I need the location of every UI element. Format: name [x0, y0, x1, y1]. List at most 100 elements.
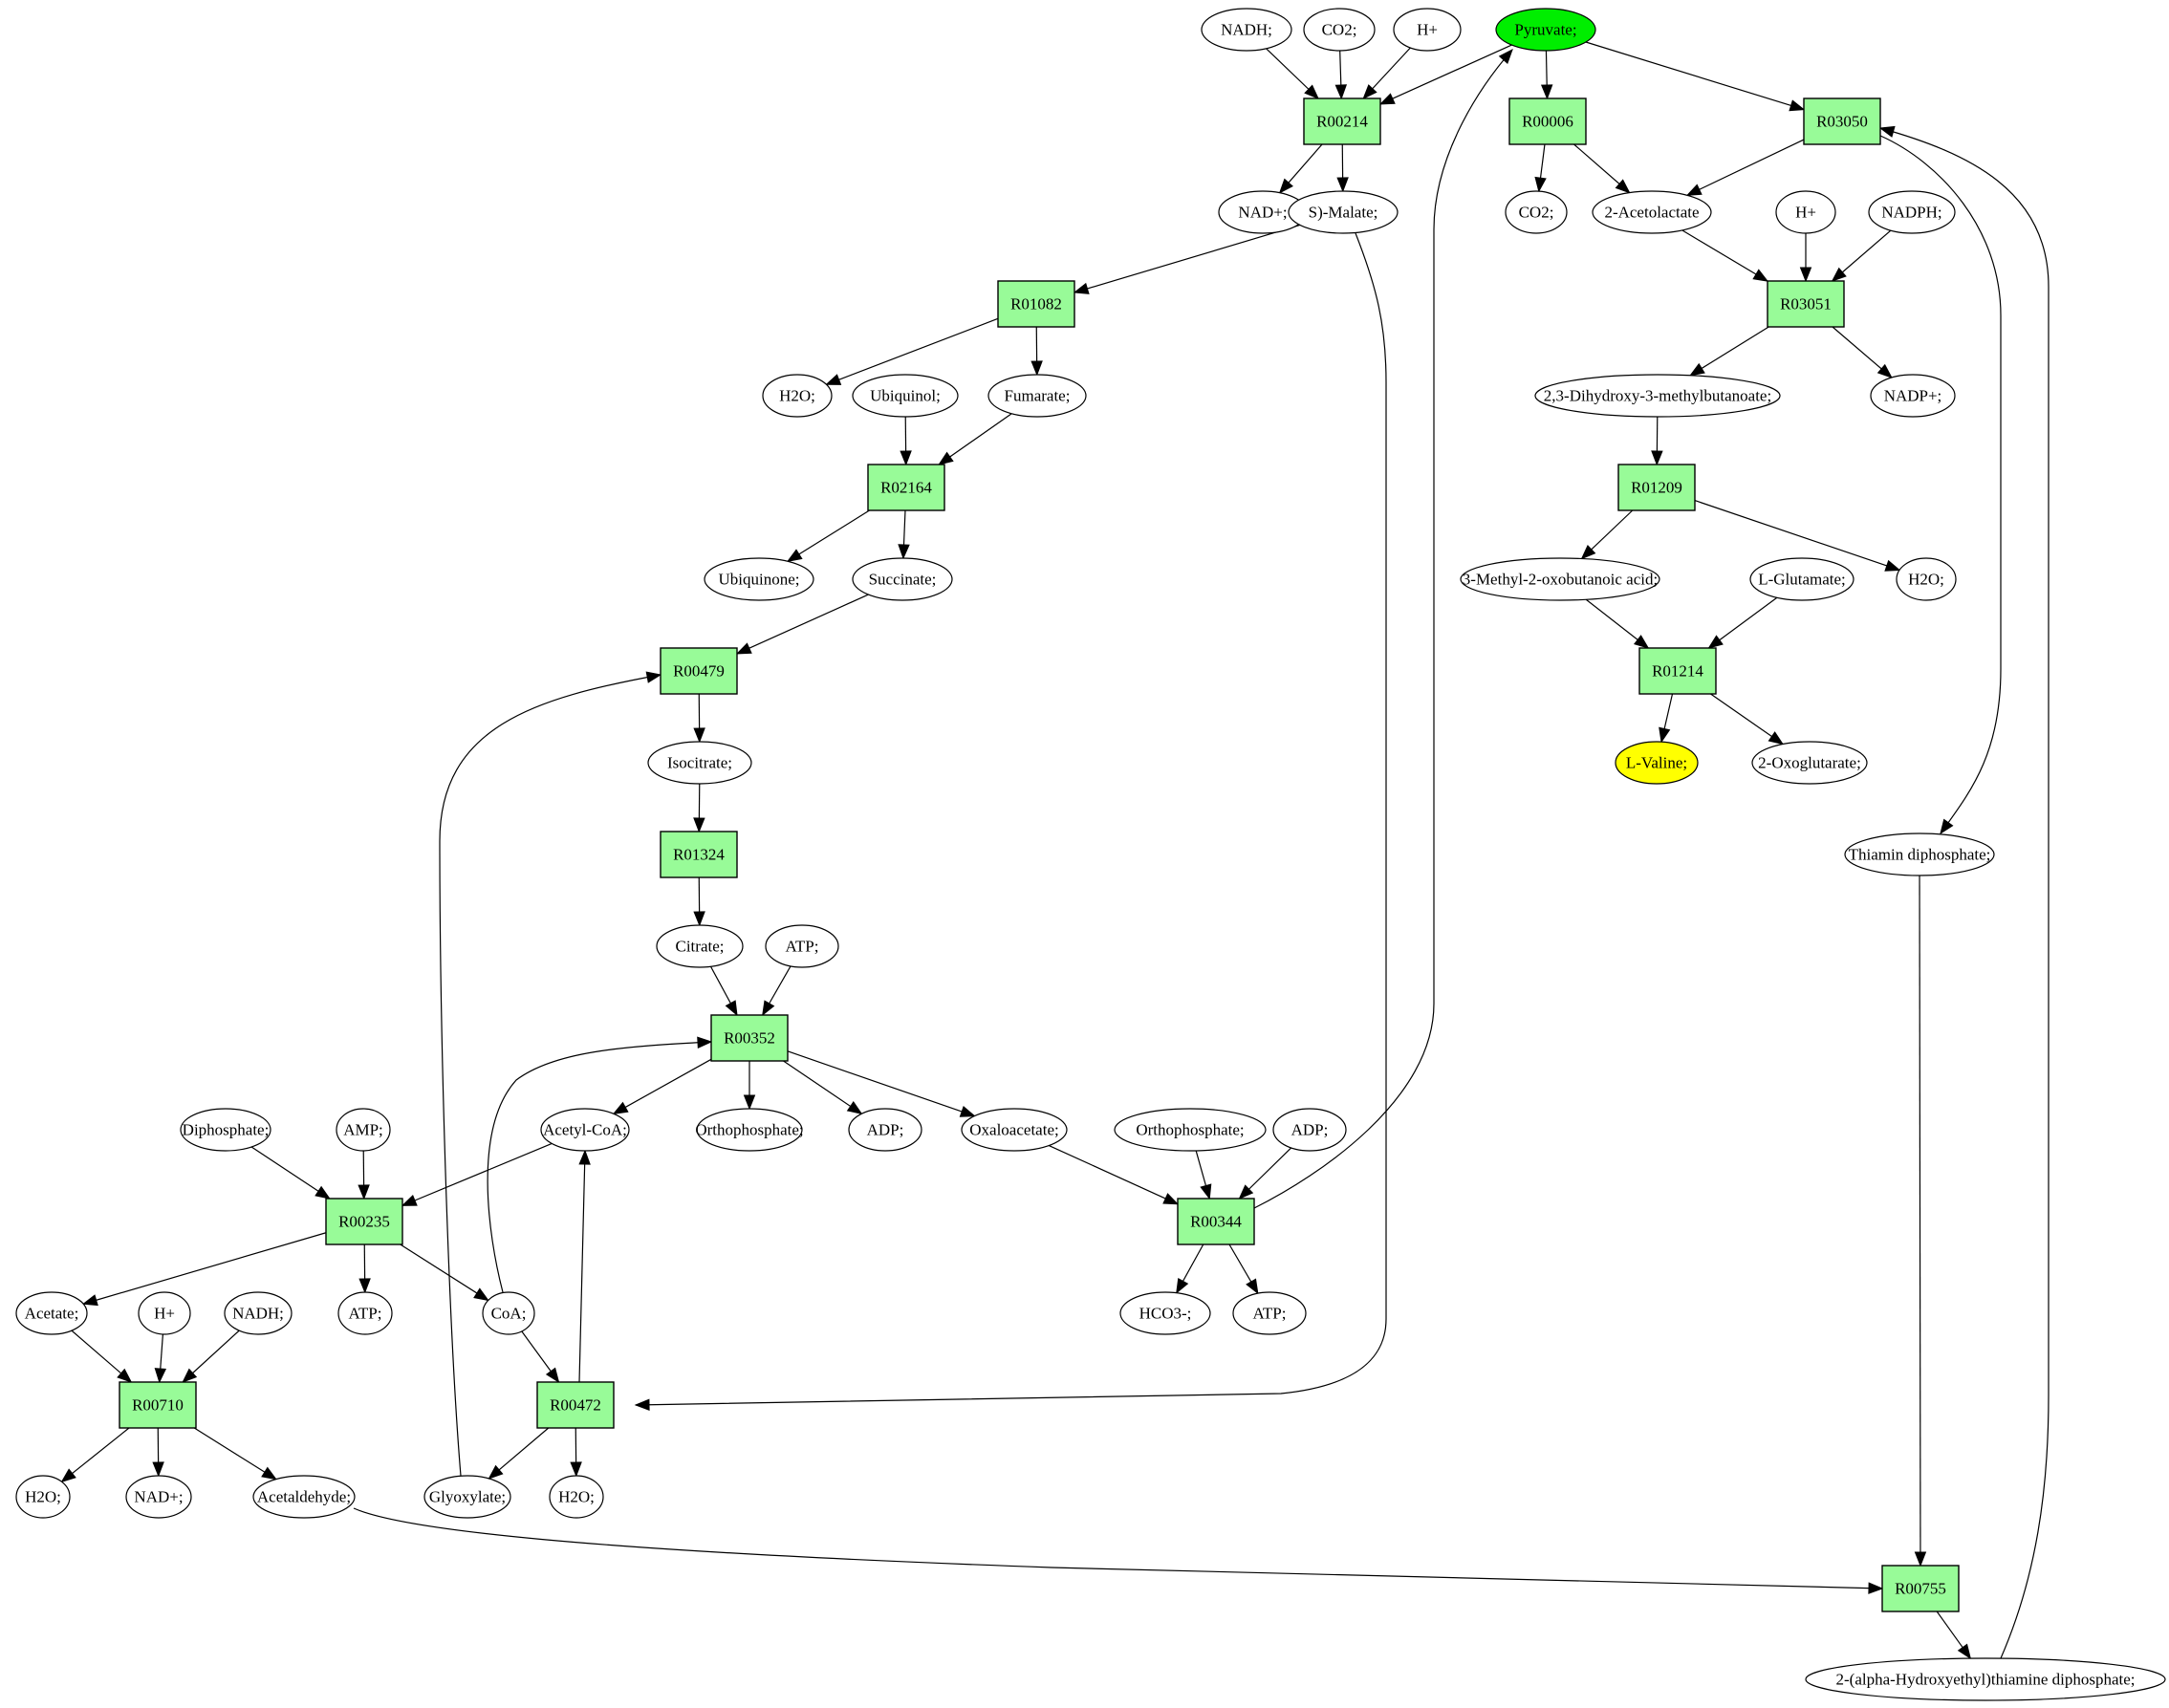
compound-node[interactable]: Acetyl-CoA; [540, 1108, 630, 1152]
edge-c_hp2-to-R03051 [1799, 233, 1812, 283]
arrowhead-icon [1030, 360, 1043, 377]
compound-node[interactable]: NADPH; [1868, 190, 1956, 234]
edge-line [613, 1058, 712, 1114]
compound-node[interactable]: Orthophosphate; [1114, 1108, 1267, 1152]
arrowhead-icon [1362, 84, 1377, 100]
compound-node[interactable]: Acetaldehyde; [252, 1475, 356, 1519]
compound-node[interactable]: NADH; [224, 1291, 293, 1335]
compound-node[interactable]: H2O; [1896, 557, 1957, 601]
compound-ellipse [1751, 741, 1868, 785]
compound-node[interactable]: Oxaloacetate; [961, 1108, 1068, 1152]
compound-label: Orthophosphate; [1136, 1121, 1244, 1139]
compound-node[interactable]: Citrate; [656, 924, 744, 968]
compound-node[interactable]: ATP; [1232, 1291, 1307, 1335]
compound-node[interactable]: AMP; [336, 1108, 391, 1152]
compound-node[interactable]: H2O; [15, 1475, 71, 1519]
reaction-node-r00006[interactable]: R00006 [1508, 97, 1587, 145]
edge-line [787, 509, 870, 562]
reaction-label: R03050 [1816, 113, 1868, 131]
compound-node[interactable]: H+ [1775, 190, 1836, 234]
compound-node[interactable]: NADH; [1201, 8, 1292, 52]
compound-node[interactable]: Ubiquinol; [852, 374, 959, 418]
edge-line [1686, 139, 1805, 196]
reaction-node-r00214[interactable]: R00214 [1303, 97, 1381, 145]
arrowhead-icon [786, 549, 803, 563]
reaction-node-r01209[interactable]: R01209 [1617, 464, 1696, 511]
compound-node[interactable]: Acetate; [15, 1291, 88, 1335]
arrowhead-icon [1868, 1582, 1884, 1594]
reaction-node-r03051[interactable]: R03051 [1767, 280, 1845, 328]
reaction-node-r01324[interactable]: R01324 [660, 831, 738, 878]
arrowhead-icon [261, 1466, 277, 1481]
edge-c_coa-to-R00352 [487, 1036, 713, 1293]
compound-node[interactable]: H+ [138, 1291, 191, 1335]
compound-node[interactable]: NAD+; [125, 1475, 192, 1519]
arrowhead-icon [182, 1368, 198, 1383]
reaction-node-r00472[interactable]: R00472 [536, 1381, 615, 1429]
compound-ellipse [1775, 190, 1836, 234]
compound-node[interactable]: H2O; [762, 374, 833, 418]
compound-node[interactable]: 2-Oxoglutarate; [1751, 741, 1868, 785]
compound-node[interactable]: 2-(alpha-Hydroxyethyl)thiamine diphospha… [1805, 1657, 2166, 1701]
edge-line [938, 413, 1012, 465]
compound-node[interactable]: HCO3-; [1119, 1291, 1211, 1335]
compound-node[interactable]: L-Glutamate; [1749, 557, 1854, 601]
compound-node[interactable]: Ubiquinone; [704, 557, 814, 601]
target-compound-node[interactable]: L-Valine; [1615, 741, 1699, 785]
arrowhead-icon [1498, 48, 1513, 65]
start-compound-node[interactable]: Pyruvate; [1495, 8, 1596, 52]
compound-label: NADPH; [1881, 204, 1941, 222]
compound-node[interactable]: Isocitrate; [647, 741, 752, 785]
edge-R00479-to-c_isocitrate [693, 693, 705, 744]
reaction-node-r00344[interactable]: R00344 [1177, 1198, 1255, 1245]
edge-R00235-to-c_atp2 [358, 1243, 371, 1294]
reaction-node-r00352[interactable]: R00352 [710, 1014, 789, 1062]
compound-node[interactable]: H2O; [549, 1475, 604, 1519]
compound-ellipse [1870, 374, 1956, 418]
compound-node[interactable]: Orthophosphate; [695, 1108, 804, 1152]
edge-line [1694, 500, 1900, 572]
compound-node[interactable]: Thiamin diphosphate; [1844, 832, 1995, 876]
compound-node[interactable]: Fumarate; [987, 374, 1087, 418]
compound-node[interactable]: ADP; [1272, 1108, 1347, 1152]
compound-ellipse [423, 1475, 511, 1519]
compound-node[interactable]: NADP+; [1870, 374, 1956, 418]
compound-node[interactable]: ADP; [848, 1108, 922, 1152]
compound-node[interactable]: Diphosphate; [180, 1108, 271, 1152]
reaction-node-r02164[interactable]: R02164 [867, 464, 945, 511]
compound-label: CO2; [1322, 21, 1357, 39]
reaction-node-r00710[interactable]: R00710 [119, 1381, 197, 1429]
compound-node[interactable]: Succinate; [852, 557, 953, 601]
compound-label: Isocitrate; [667, 754, 732, 772]
edge-line [439, 674, 662, 1477]
compound-node[interactable]: ATP; [765, 924, 839, 968]
edge-c_diphosphate-to-R00235 [250, 1146, 331, 1200]
compound-node[interactable]: NAD+; [1218, 190, 1308, 234]
reaction-node-r00479[interactable]: R00479 [660, 647, 738, 695]
compound-node[interactable]: ATP; [337, 1291, 393, 1335]
edge-line [787, 1050, 975, 1117]
compound-node[interactable]: S)-Malate; [1288, 190, 1399, 234]
reaction-node-r00755[interactable]: R00755 [1881, 1565, 1960, 1612]
compound-node[interactable]: H+ [1393, 8, 1462, 52]
reaction-label: R00352 [724, 1029, 775, 1048]
compound-node[interactable]: CO2; [1505, 190, 1568, 234]
edge-line [826, 317, 999, 385]
edge-R00352-to-c_adp1 [783, 1060, 863, 1115]
edge-c_nadh1-to-R00214 [1266, 48, 1319, 99]
compound-node[interactable]: CoA; [482, 1291, 535, 1335]
compound-ellipse [336, 1108, 391, 1152]
arrowhead-icon [1176, 1277, 1189, 1294]
reaction-node-r01214[interactable]: R01214 [1638, 647, 1717, 695]
reaction-node-r01082[interactable]: R01082 [997, 280, 1075, 328]
arrowhead-icon [1304, 84, 1319, 99]
compound-node[interactable]: 3-Methyl-2-oxobutanoic acid; [1460, 557, 1660, 601]
reaction-node-r03050[interactable]: R03050 [1803, 97, 1881, 145]
reaction-label: R00479 [673, 662, 725, 681]
compound-node[interactable]: 2,3-Dihydroxy-3-methylbutanoate; [1534, 374, 1781, 418]
compound-node[interactable]: 2-Acetolactate [1592, 190, 1712, 234]
compound-node[interactable]: Glyoxylate; [423, 1475, 511, 1519]
compound-node[interactable]: CO2; [1303, 8, 1376, 52]
arrowhead-icon [1884, 559, 1901, 572]
reaction-node-r00235[interactable]: R00235 [325, 1198, 403, 1245]
